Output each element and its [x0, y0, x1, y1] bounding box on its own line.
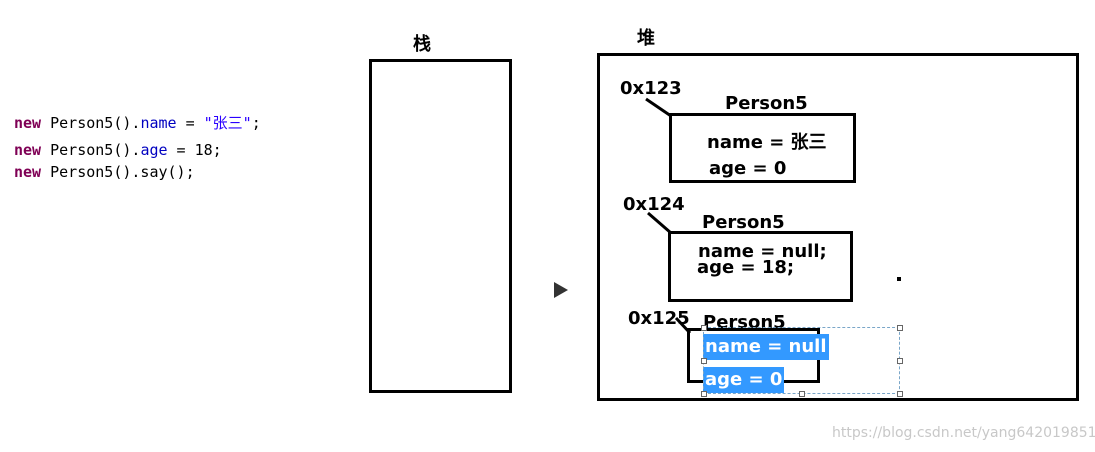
resize-handle[interactable]: [897, 391, 903, 397]
resize-handle[interactable]: [897, 325, 903, 331]
resize-handle[interactable]: [799, 391, 805, 397]
selected-age-field[interactable]: age = 0: [703, 367, 785, 393]
resize-handle[interactable]: [701, 325, 707, 331]
object-name-field: name = null;: [698, 241, 827, 262]
object-box: [668, 231, 853, 302]
keyword-new: new: [14, 114, 42, 132]
stack-box: [369, 59, 512, 393]
play-icon[interactable]: [552, 280, 570, 300]
object-box: [669, 113, 856, 183]
resize-handle[interactable]: [897, 358, 903, 364]
method-call: Person5().say();: [41, 163, 195, 181]
resize-handle[interactable]: [701, 391, 707, 397]
object-address: 0x124: [623, 194, 685, 215]
object-class-name: Person5: [702, 212, 785, 233]
statement-end: ;: [251, 114, 261, 132]
selection-frame[interactable]: [703, 327, 900, 394]
class-call: Person5().: [41, 114, 141, 132]
code-line-3: new Person5().say();: [14, 163, 195, 181]
field-name: name: [140, 114, 177, 132]
keyword-new: new: [14, 141, 42, 159]
operator: =: [167, 141, 195, 159]
connector-line-1: [645, 97, 672, 118]
object-age-field: age = 18;: [697, 257, 795, 278]
stack-title: 栈: [413, 34, 431, 55]
class-call: Person5().: [41, 141, 141, 159]
object-class-name: Person5: [725, 93, 808, 114]
watermark: https://blog.csdn.net/yang642019851: [832, 425, 1095, 441]
dot-mark: [897, 277, 901, 281]
operator: =: [176, 114, 204, 132]
heap-box: [597, 53, 1079, 401]
resize-handle[interactable]: [701, 358, 707, 364]
selected-name-field[interactable]: name = null: [703, 334, 829, 360]
connector-line-2: [647, 211, 672, 235]
code-line-2: new Person5().age = 18;: [14, 141, 222, 159]
string-literal: "张三": [203, 114, 252, 132]
object-address: 0x125: [628, 308, 690, 329]
object-name-field: name = 张三: [707, 132, 827, 153]
value-literal: 18;: [194, 141, 222, 159]
keyword-new: new: [14, 163, 42, 181]
object-age-field: age = 0: [709, 158, 787, 179]
code-line-1: new Person5().name = "张三";: [14, 114, 261, 132]
heap-title: 堆: [637, 28, 655, 49]
object-address: 0x123: [620, 78, 682, 99]
field-age: age: [140, 141, 168, 159]
